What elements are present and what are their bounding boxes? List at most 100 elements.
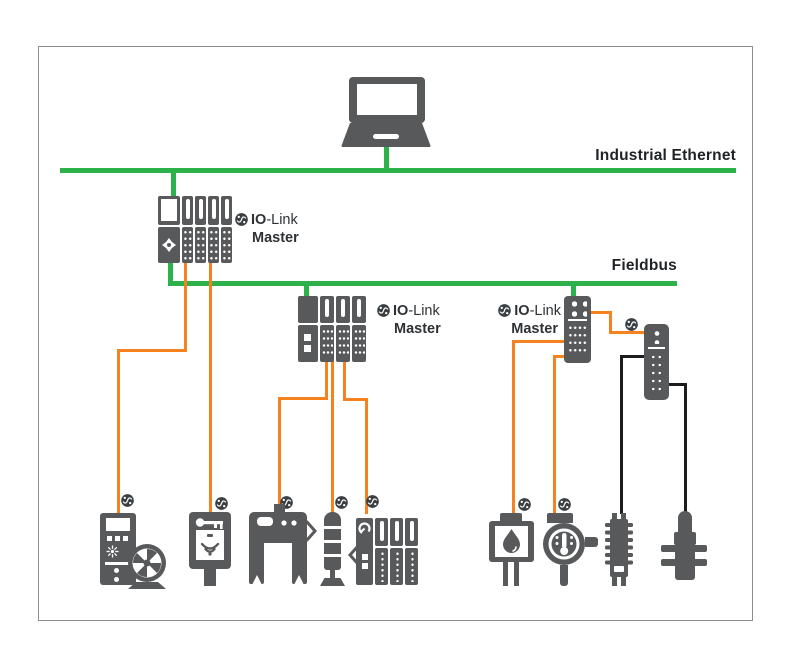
cable-segment [609, 331, 645, 334]
drive-display [106, 518, 130, 531]
module-slot [185, 199, 190, 219]
terminal-dots [321, 328, 333, 358]
rack-head-module [356, 518, 373, 585]
divider-line [568, 319, 587, 321]
io-link-label-master: Master [252, 230, 299, 246]
io-link-logo-icon [366, 495, 379, 508]
io-link-master-1-label: IO-Link Master [235, 211, 299, 247]
io-module-top [208, 196, 219, 225]
io-module-top [336, 296, 350, 323]
thermometer-dial [543, 523, 585, 565]
plc-cpu-module-bottom [158, 227, 180, 263]
io-link-logo-icon [518, 498, 531, 511]
io-link-logo-icon [121, 494, 134, 507]
drive-key [107, 536, 112, 541]
io-link-label-link: -Link [408, 303, 440, 319]
sensor-cap [500, 513, 522, 522]
sensor-stem [560, 565, 568, 586]
terminal-dots [395, 551, 399, 582]
cable-segment [184, 262, 187, 351]
tower-base [320, 578, 345, 586]
io-link-master-2-label: IO-Link Master [377, 302, 441, 338]
flash-left-icon [305, 520, 318, 542]
io-module-bottom [352, 325, 366, 362]
connector-neck [674, 532, 696, 545]
module-slot [224, 199, 229, 219]
terminal-dots [410, 551, 414, 582]
io-module-bottom [390, 548, 403, 585]
module-slot [409, 521, 414, 541]
io-link-label-master: Master [511, 321, 558, 337]
cable-segment [278, 397, 328, 400]
io-link-master-1 [158, 196, 232, 263]
cable-segment [117, 349, 187, 352]
cable-segment [553, 355, 556, 513]
io-link-logo-icon [498, 304, 512, 317]
gauge-icon [358, 522, 371, 535]
io-module-top [195, 196, 206, 225]
cable-segment [620, 355, 645, 358]
io-link-label-link: -Link [266, 212, 298, 228]
drive-key [115, 536, 120, 541]
laptop-screen-panel [357, 84, 417, 115]
module-slot [325, 299, 329, 317]
industrial-ethernet-bus-line [60, 168, 736, 173]
io-link-logo-icon [215, 497, 228, 510]
module-slot [394, 521, 399, 541]
module-led [361, 554, 368, 560]
bus-coupler-top [298, 296, 318, 323]
droplet-icon [503, 529, 520, 553]
tower-stem [330, 570, 335, 579]
io-link-label-master: Master [394, 321, 441, 337]
io-link-logo-icon [625, 318, 638, 331]
terminal-dots [209, 229, 218, 261]
io-module-top [352, 296, 366, 323]
module-slot [198, 199, 203, 219]
io-link-master-3-label: IO-Link Master [493, 302, 561, 338]
signal-waves-icon [200, 534, 220, 556]
rfid-stem [204, 569, 216, 586]
port-sockets [569, 299, 587, 317]
modular-io-rack-icon [356, 518, 418, 585]
module-led [361, 563, 368, 569]
io-link-label-io: IO [514, 303, 530, 319]
fan-icon [128, 544, 166, 589]
connector-flange [661, 559, 707, 566]
cable-segment [365, 398, 368, 514]
master1-fieldbus-link [168, 262, 173, 285]
terminal-dots [222, 229, 231, 261]
bus-coupler-bottom [298, 325, 318, 362]
io-link-master-3 [564, 296, 591, 363]
module-slot [357, 299, 361, 317]
drive-key [123, 536, 128, 541]
cable-segment [512, 340, 515, 513]
connector-flange [661, 545, 707, 552]
cable-segment [325, 361, 328, 399]
cable-segment [209, 262, 212, 513]
cable-segment [553, 355, 565, 358]
terminal-dots [196, 229, 205, 261]
cable-segment [278, 397, 281, 513]
cable-segment [343, 361, 346, 401]
cable-segment [620, 355, 623, 514]
sensor-prong [514, 562, 519, 586]
master1-ethernet-link [171, 172, 176, 197]
io-module-top [221, 196, 232, 225]
io-module-bottom [320, 325, 334, 362]
io-module-bottom [182, 227, 193, 263]
coupler-led [304, 345, 311, 352]
io-link-logo-icon [377, 304, 390, 317]
tower-divider [324, 540, 341, 543]
io-module-top [405, 518, 418, 546]
connector-top [678, 511, 692, 533]
module-slot [211, 199, 216, 219]
dpad-icon [162, 238, 176, 252]
sensor-side-port [585, 537, 598, 547]
sensor-cap [547, 513, 573, 523]
cable-segment [117, 349, 120, 513]
laptop-icon [341, 77, 433, 147]
io-link-logo-icon [558, 498, 571, 511]
io-link-port-hub-icon [644, 324, 669, 400]
io-link-label-io: IO [251, 212, 267, 228]
